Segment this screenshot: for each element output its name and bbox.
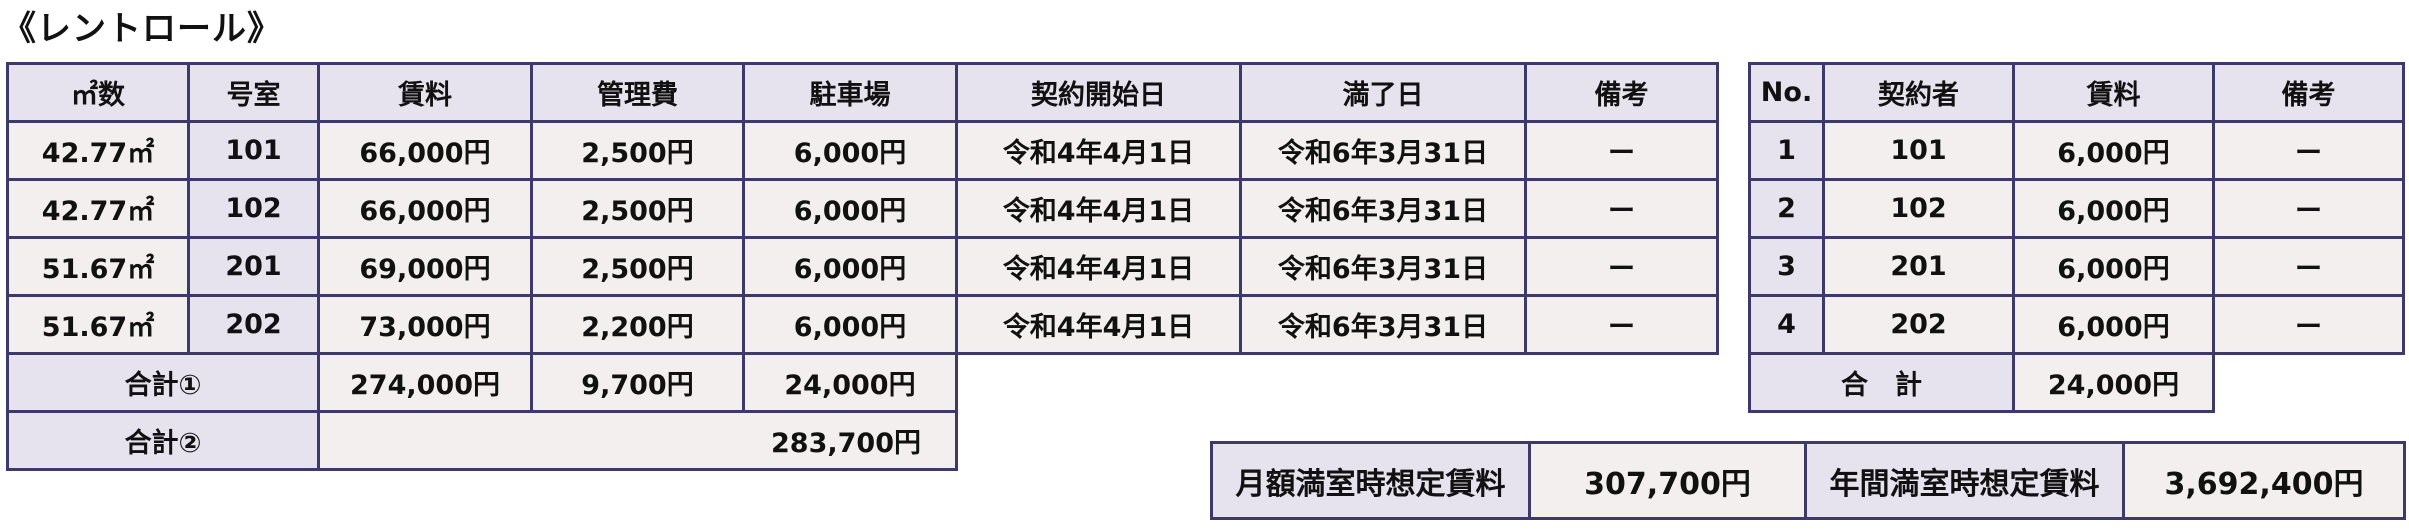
subtotal1-row: 合計① 274,000円 9,700円 24,000円 [6,352,1718,413]
contractor-cell: 202 [1822,294,2015,355]
table-row: 1 101 6,000円 ー [1748,120,2405,181]
rent-cell: 6,000円 [2012,120,2215,181]
notes-cell: ー [1524,294,1719,355]
start-cell: 令和4年4月1日 [955,294,1242,355]
rent-roll-table: ㎡数 号室 賃料 管理費 駐車場 契約開始日 満了日 備考 42.77㎡ 101… [6,62,1719,471]
area-cell: 51.67㎡ [6,236,190,297]
room-cell: 102 [187,178,320,239]
subtotal1-parking: 24,000円 [742,352,958,413]
parking-cell: 6,000円 [742,294,958,355]
subtotal1-rent: 274,000円 [317,352,533,413]
room-cell: 101 [187,120,320,181]
rent-header-row: ㎡数 号室 賃料 管理費 駐車場 契約開始日 満了日 備考 [6,62,1719,123]
blank-cell [2214,354,2404,412]
no-cell: 3 [1748,236,1825,297]
header-no: No. [1748,62,1825,123]
mgmt-cell: 2,500円 [530,236,745,297]
parking-cell: 6,000円 [742,236,958,297]
expiry-cell: 令和6年3月31日 [1239,294,1527,355]
contractor-cell: 102 [1822,178,2015,239]
no-cell: 1 [1748,120,1825,181]
header-notes: 備考 [1524,62,1719,123]
rent-cell: 6,000円 [2012,294,2215,355]
table-row: 51.67㎡ 201 69,000円 2,500円 6,000円 令和4年4月1… [6,236,1719,297]
rent-cell: 66,000円 [317,120,533,181]
summary-table: 月額満室時想定賃料 307,700円 年間満室時想定賃料 3,692,400円 [1210,441,2406,520]
parking-total-value: 24,000円 [2012,352,2215,413]
rent-cell: 6,000円 [2012,236,2215,297]
rent-cell: 69,000円 [317,236,533,297]
parking-total-row: 合 計 24,000円 [1748,352,2404,413]
summary-row: 月額満室時想定賃料 307,700円 年間満室時想定賃料 3,692,400円 [1210,441,2406,520]
start-cell: 令和4年4月1日 [955,236,1242,297]
table-row: 42.77㎡ 101 66,000円 2,500円 6,000円 令和4年4月1… [6,120,1719,181]
rent-cell: 66,000円 [317,178,533,239]
table-row: 51.67㎡ 202 73,000円 2,200円 6,000円 令和4年4月1… [6,294,1719,355]
area-cell: 42.77㎡ [6,120,190,181]
parking-total-label: 合 計 [1748,352,2015,413]
notes-cell: ー [1524,178,1719,239]
contractor-cell: 201 [1822,236,2015,297]
parking-cell: 6,000円 [742,120,958,181]
start-cell: 令和4年4月1日 [955,178,1242,239]
table-row: 3 201 6,000円 ー [1748,236,2405,297]
annual-rent-value: 3,692,400円 [2122,441,2406,520]
header-area: ㎡数 [6,62,190,123]
page-title: 《レントロール》 [2,9,282,49]
parking-table: No. 契約者 賃料 備考 1 101 6,000円 ー 2 102 6,000… [1748,62,2405,413]
header-contractor: 契約者 [1822,62,2015,123]
notes-cell: ー [2212,294,2405,355]
rent-cell: 73,000円 [317,294,533,355]
parking-cell: 6,000円 [742,178,958,239]
table-row: 42.77㎡ 102 66,000円 2,500円 6,000円 令和4年4月1… [6,178,1719,239]
header-expiry: 満了日 [1239,62,1527,123]
header-notes: 備考 [2212,62,2405,123]
subtotal2-row: 合計② 283,700円 [6,410,1718,471]
room-cell: 201 [187,236,320,297]
header-rent: 賃料 [317,62,533,123]
subtotal1-mgmt: 9,700円 [530,352,745,413]
header-contract-start: 契約開始日 [955,62,1242,123]
blank-cell [957,354,1718,412]
mgmt-cell: 2,200円 [530,294,745,355]
start-cell: 令和4年4月1日 [955,120,1242,181]
room-cell: 202 [187,294,320,355]
notes-cell: ー [1524,120,1719,181]
area-cell: 42.77㎡ [6,178,190,239]
subtotal2-label: 合計② [6,410,320,471]
parking-header-row: No. 契約者 賃料 備考 [1748,62,2405,123]
expiry-cell: 令和6年3月31日 [1239,120,1527,181]
table-row: 2 102 6,000円 ー [1748,178,2405,239]
table-row: 4 202 6,000円 ー [1748,294,2405,355]
monthly-rent-label: 月額満室時想定賃料 [1210,441,1531,520]
header-room: 号室 [187,62,320,123]
area-cell: 51.67㎡ [6,294,190,355]
header-rent: 賃料 [2012,62,2215,123]
expiry-cell: 令和6年3月31日 [1239,236,1527,297]
notes-cell: ー [2212,236,2405,297]
header-management-fee: 管理費 [530,62,745,123]
expiry-cell: 令和6年3月31日 [1239,178,1527,239]
subtotal2-value: 283,700円 [317,410,958,471]
notes-cell: ー [2212,120,2405,181]
contractor-cell: 101 [1822,120,2015,181]
annual-rent-label: 年間満室時想定賃料 [1804,441,2125,520]
header-parking: 駐車場 [742,62,958,123]
rent-cell: 6,000円 [2012,178,2215,239]
subtotal1-label: 合計① [6,352,320,413]
notes-cell: ー [1524,236,1719,297]
no-cell: 4 [1748,294,1825,355]
mgmt-cell: 2,500円 [530,120,745,181]
notes-cell: ー [2212,178,2405,239]
no-cell: 2 [1748,178,1825,239]
monthly-rent-value: 307,700円 [1528,441,1807,520]
mgmt-cell: 2,500円 [530,178,745,239]
